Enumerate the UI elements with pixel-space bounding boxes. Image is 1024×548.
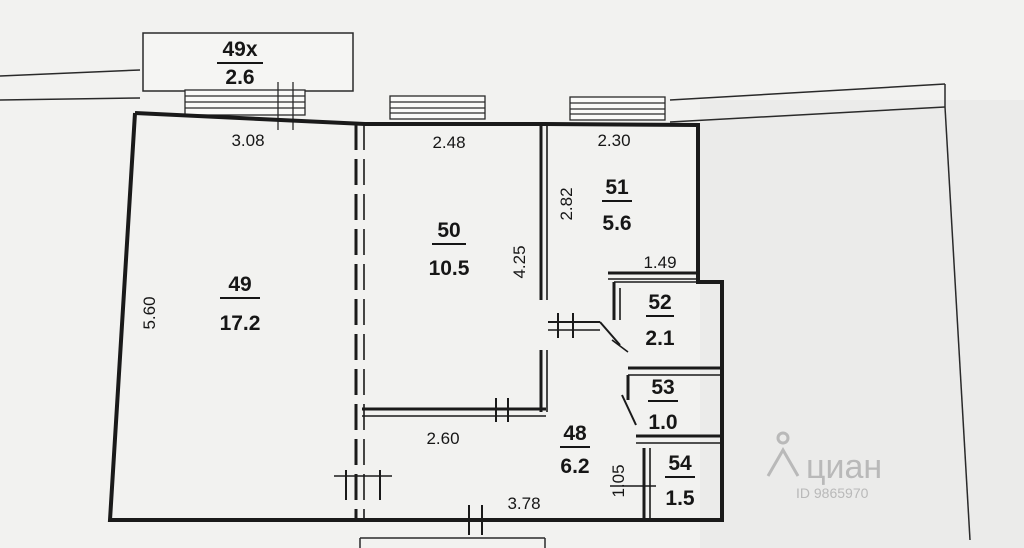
room-51-area: 5.6 — [602, 212, 631, 235]
outside-area — [700, 100, 1024, 548]
room-53-label: 53 1.0 — [648, 376, 678, 434]
room-52-label: 52 2.1 — [645, 291, 675, 350]
dim-bottom-width: 3.78 — [507, 494, 540, 513]
dim-room51-top: 2.30 — [597, 131, 630, 150]
room-49-number: 49 — [228, 273, 251, 296]
room-49x-label: 49х 2.6 — [217, 38, 263, 89]
room-50-area: 10.5 — [429, 257, 470, 280]
room-49x-area: 2.6 — [225, 66, 254, 89]
room-49-label: 49 17.2 — [220, 273, 261, 335]
dim-room51-height: 2.82 — [557, 187, 576, 220]
room-48-label: 48 6.2 — [560, 422, 590, 478]
dim-left-height: 5.60 — [140, 296, 159, 329]
room-53-area: 1.0 — [648, 411, 677, 434]
room-53-number: 53 — [651, 376, 674, 399]
room-51-label: 51 5.6 — [602, 176, 632, 235]
room-48-area: 6.2 — [560, 455, 589, 478]
dimension-labels: 3.08 2.48 2.30 5.60 4.25 2.82 1.49 2.60 … — [140, 131, 677, 513]
dim-room52-width: 1.49 — [643, 253, 676, 272]
room-labels: 49х 2.6 49 17.2 50 10.5 51 5.6 52 2.1 53… — [217, 38, 695, 510]
room-54-label: 54 1.5 — [665, 452, 695, 510]
room-50-label: 50 10.5 — [429, 219, 470, 280]
cian-logo-icon — [766, 431, 800, 477]
windows — [184, 82, 666, 130]
room-51-number: 51 — [605, 176, 629, 199]
watermark-id: ID 9865970 — [796, 485, 869, 501]
room-52-number: 52 — [648, 291, 671, 314]
interior-walls — [334, 124, 722, 535]
dim-corridor-width: 2.60 — [426, 429, 459, 448]
room-54-number: 54 — [668, 452, 692, 475]
room-49-area: 17.2 — [220, 312, 261, 335]
dim-room54-height: 1.05 — [609, 464, 628, 497]
room-52-area: 2.1 — [645, 327, 675, 350]
room-48-number: 48 — [563, 422, 587, 445]
room-50-number: 50 — [437, 219, 460, 242]
watermark: циан ID 9865970 — [766, 431, 882, 501]
room-49x-number: 49х — [222, 38, 257, 61]
watermark-brand: циан — [806, 448, 882, 486]
room-54-area: 1.5 — [665, 487, 695, 510]
building-outline — [0, 69, 971, 548]
dim-room50-top: 2.48 — [432, 133, 465, 152]
dim-room49-top: 3.08 — [231, 131, 264, 150]
dim-room50-height: 4.25 — [510, 245, 529, 278]
